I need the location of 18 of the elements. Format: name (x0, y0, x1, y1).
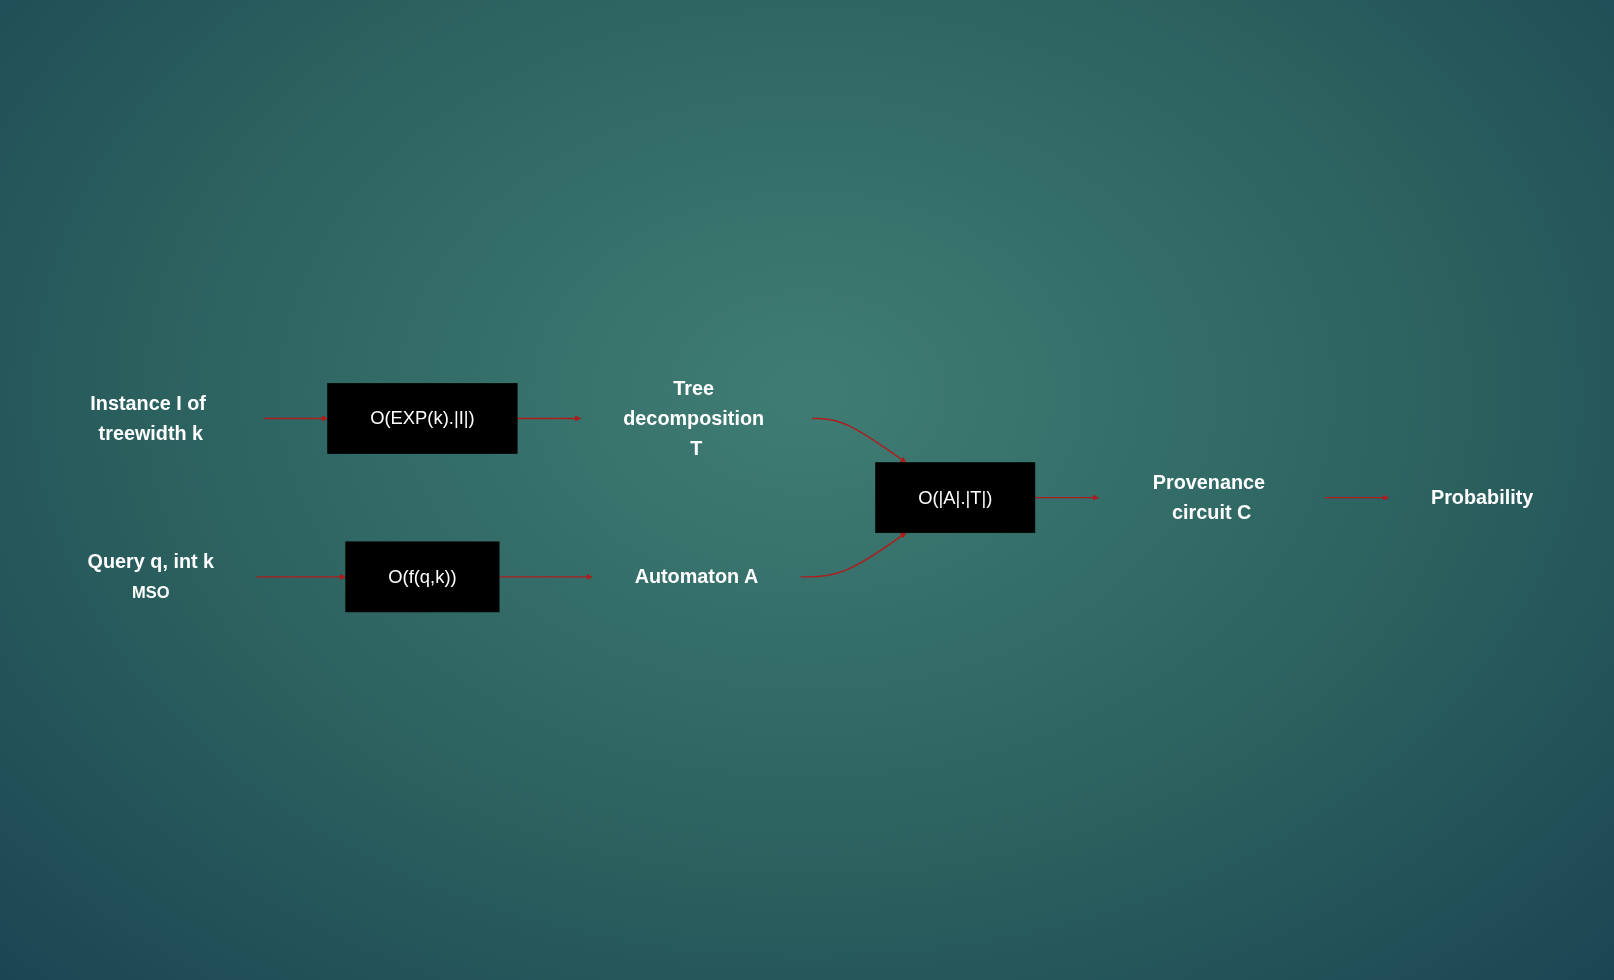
node-text: Tree decomposition T (623, 377, 765, 459)
arrow (498, 573, 593, 580)
node-box: O(EXP(k).|I|) (327, 382, 518, 454)
node-box: O(f(q,k)) (345, 541, 500, 612)
node-label: MSO (132, 583, 170, 602)
arrow (800, 532, 907, 578)
node-text: Probability (1431, 486, 1534, 509)
node-text: Automaton A (634, 565, 759, 588)
arrow (1324, 494, 1390, 501)
arrow (263, 415, 329, 422)
arrow (1034, 494, 1100, 501)
node-text: Instance I of treewidth k (90, 392, 207, 444)
node-box: O(|A|.|T|) (875, 462, 1036, 533)
node-text: Query q, int k (87, 550, 215, 573)
arrow (256, 573, 347, 580)
node-text: Provenance circuit C (1153, 471, 1266, 523)
arrow (811, 417, 907, 463)
arrow (516, 415, 582, 422)
